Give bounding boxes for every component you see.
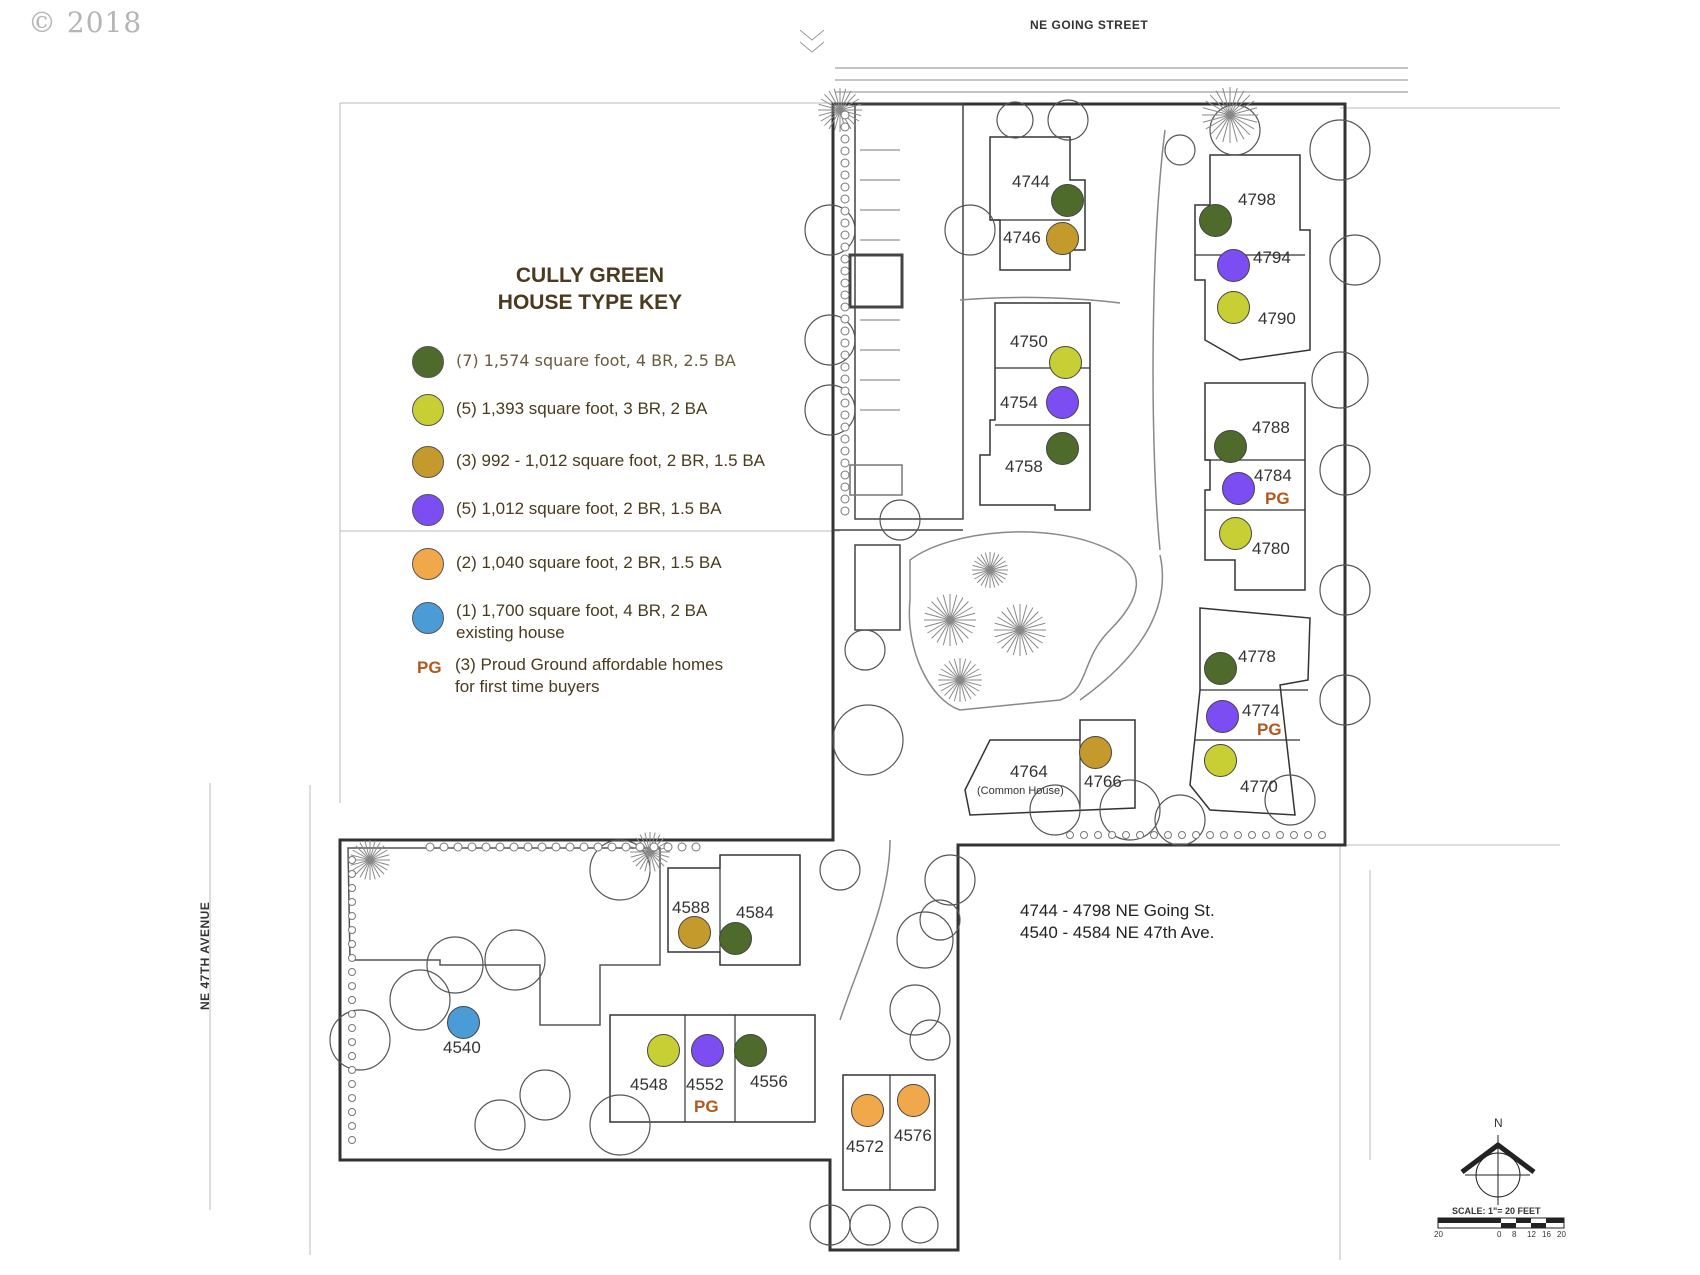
lot-number-4754: 4754 [1000,393,1038,412]
key-item: (2) 1,040 square foot, 2 BR, 1.5 BA [412,548,722,580]
scale-tick-label: 16 [1542,1230,1551,1239]
key-item: (5) 1,012 square foot, 2 BR, 1.5 BA [412,494,722,526]
lot-type-dot-icon [647,1034,680,1067]
key-item-pg: PG (3) Proud Ground affordable homes for… [417,654,723,698]
lot-number-4584: 4584 [736,903,774,922]
scale-label: SCALE: 1"= 20 FEET [1452,1206,1541,1216]
scale-tick-label: 20 [1434,1230,1443,1239]
lot-number-4788: 4788 [1252,418,1290,437]
house-type-dot-icon [412,602,444,634]
lot-number-4780: 4780 [1252,539,1290,558]
lot-type-dot-icon [1206,700,1239,733]
lot-number-4552: 4552 [686,1075,724,1094]
lot-type-dot-icon [1046,222,1079,255]
key-item-label: (1) 1,700 square foot, 4 BR, 2 BA existi… [456,600,707,644]
street-label-going: NE GOING STREET [1030,18,1149,32]
house-type-dot-icon [412,346,444,378]
key-item-label: (7) 1,574 square foot, 4 BR, 2.5 BA [456,351,736,370]
house-type-dot-icon [412,446,444,478]
key-title-line2: HOUSE TYPE KEY [497,291,683,314]
lot-number-4744: 4744 [1012,172,1050,191]
lot-type-dot-icon [1217,291,1250,324]
lot-type-dot-icon [678,916,711,949]
lot-type-dot-icon [734,1034,767,1067]
key-item-label: (2) 1,040 square foot, 2 BR, 1.5 BA [456,553,722,572]
lot-number-4784: 4784 [1254,466,1292,485]
lot-number-4764: 4764 [1010,762,1048,781]
scale-tick-label: 20 [1557,1230,1566,1239]
key-item: (1) 1,700 square foot, 4 BR, 2 BA existi… [412,600,707,644]
key-item: (5) 1,393 square foot, 3 BR, 2 BA [412,394,707,426]
key-item: (3) 992 - 1,012 square foot, 2 BR, 1.5 B… [412,446,765,478]
house-type-dot-icon [412,548,444,580]
house-type-dot-icon [412,494,444,526]
lot-type-dot-icon [1214,430,1247,463]
lot-number-4548: 4548 [630,1075,668,1094]
lot-type-dot-icon [719,922,752,955]
key-title-line1: CULLY GREEN [515,264,665,287]
lot-number-4750: 4750 [1010,332,1048,351]
lot-number-4794: 4794 [1253,248,1291,267]
common-house-label: (Common House) [977,785,1064,797]
north-arrow-icon [1460,1135,1536,1205]
lot-type-dot-icon [691,1034,724,1067]
key-item-label: (5) 1,012 square foot, 2 BR, 1.5 BA [456,499,722,518]
lot-number-4758: 4758 [1005,457,1043,476]
lot-number-4766: 4766 [1084,772,1122,791]
key-item-label: (3) 992 - 1,012 square foot, 2 BR, 1.5 B… [456,451,766,470]
pg-tag: PG [1257,720,1282,739]
lot-number-4556: 4556 [750,1072,788,1091]
site-address: 4744 - 4798 NE Going St. 4540 - 4584 NE … [1020,900,1215,944]
scale-tick-label: 8 [1512,1230,1517,1239]
scale-bar [1437,1217,1565,1229]
key-pg-line2: for first time buyers [455,677,600,696]
scale-tick-label: 12 [1527,1230,1536,1239]
pg-tag: PG [694,1097,719,1116]
lot-number-4774: 4774 [1242,701,1280,720]
key-item-label-line2: existing house [456,623,565,642]
key-item: (7) 1,574 square foot, 4 BR, 2.5 BA [412,346,736,378]
street-label-47th: NE 47TH AVENUE [198,901,212,1010]
lot-type-dot-icon [1049,346,1082,379]
address-line1: 4744 - 4798 NE Going St. [1020,901,1215,920]
lot-type-dot-icon [1217,249,1250,282]
lot-type-dot-icon [1204,744,1237,777]
lot-type-dot-icon [1204,652,1237,685]
address-line2: 4540 - 4584 NE 47th Ave. [1020,923,1215,942]
lot-type-dot-icon [1199,204,1232,237]
pg-tag: PG [1265,489,1290,508]
key-item-label: (3) Proud Ground affordable homes for fi… [455,654,723,698]
lot-number-4790: 4790 [1258,309,1296,328]
lot-number-4770: 4770 [1240,777,1278,796]
lot-type-dot-icon [1222,472,1255,505]
lot-number-4576: 4576 [894,1126,932,1145]
lot-number-4798: 4798 [1238,190,1276,209]
key-title: CULLY GREEN HOUSE TYPE KEY [460,262,720,316]
lot-type-dot-icon [897,1084,930,1117]
lot-number-4588: 4588 [672,898,710,917]
key-item-label: (5) 1,393 square foot, 3 BR, 2 BA [456,399,708,418]
lot-type-dot-icon [1046,386,1079,419]
north-label: N [1494,1116,1503,1130]
key-item-label-line1: (1) 1,700 square foot, 4 BR, 2 BA [456,601,708,620]
key-pg-line1: (3) Proud Ground affordable homes [455,655,724,674]
lot-type-dot-icon [1079,736,1112,769]
lot-number-4540: 4540 [443,1038,481,1057]
lot-number-4778: 4778 [1238,647,1276,666]
lot-type-dot-icon [1046,432,1079,465]
lot-type-dot-icon [851,1094,884,1127]
lot-type-dot-icon [447,1006,480,1039]
lot-number-4572: 4572 [846,1137,884,1156]
lot-type-dot-icon [1051,184,1084,217]
scale-tick-label: 0 [1497,1230,1502,1239]
lot-type-dot-icon [1219,517,1252,550]
lot-number-4746: 4746 [1003,228,1041,247]
house-type-dot-icon [412,394,444,426]
copyright-notice: © 2018 [28,6,143,39]
pg-symbol: PG [417,658,442,677]
